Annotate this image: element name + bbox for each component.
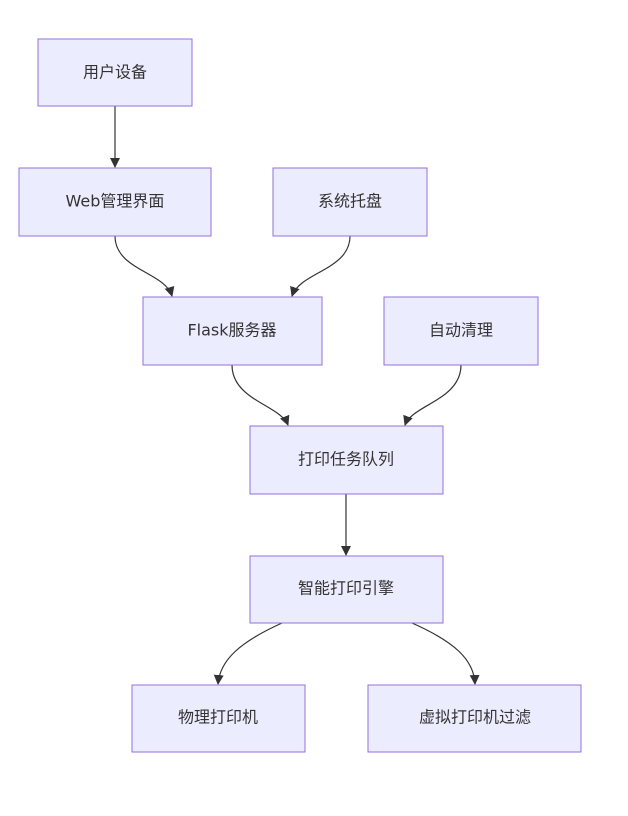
edge-smart-engine-to-virtual-filter	[411, 622, 480, 685]
node-web-ui-label: Web管理界面	[66, 192, 165, 211]
node-auto-clean-label: 自动清理	[429, 321, 493, 340]
edge-web-ui-to-flask-server	[114, 235, 175, 297]
node-user-device: 用户设备	[37, 38, 193, 107]
node-virtual-filter: 虚拟打印机过滤	[367, 684, 582, 753]
node-system-tray: 系统托盘	[272, 167, 428, 237]
node-user-device-label: 用户设备	[83, 63, 147, 82]
node-system-tray-label: 系统托盘	[318, 192, 382, 211]
node-print-queue-label: 打印任务队列	[298, 450, 394, 469]
node-physical-printer: 物理打印机	[131, 684, 306, 753]
node-web-ui: Web管理界面	[18, 167, 212, 237]
edges	[110, 106, 480, 685]
node-virtual-filter-label: 虚拟打印机过滤	[419, 708, 531, 727]
edge-flask-server-to-print-queue	[231, 364, 290, 426]
node-print-queue: 打印任务队列	[249, 425, 444, 495]
node-physical-printer-label: 物理打印机	[178, 708, 258, 727]
node-flask-server: Flask服务器	[142, 296, 323, 366]
edge-auto-clean-to-print-queue	[403, 364, 462, 426]
edge-smart-engine-to-physical-printer	[213, 622, 283, 685]
node-smart-engine-label: 智能打印引擎	[298, 579, 394, 598]
node-smart-engine: 智能打印引擎	[249, 555, 444, 624]
nodes: 用户设备 Web管理界面 系统托盘 Flask服务器 自动清理 打印任务队列 智…	[18, 38, 582, 753]
edge-system-tray-to-flask-server	[290, 235, 351, 297]
node-flask-server-label: Flask服务器	[187, 321, 276, 340]
node-auto-clean: 自动清理	[383, 296, 539, 366]
